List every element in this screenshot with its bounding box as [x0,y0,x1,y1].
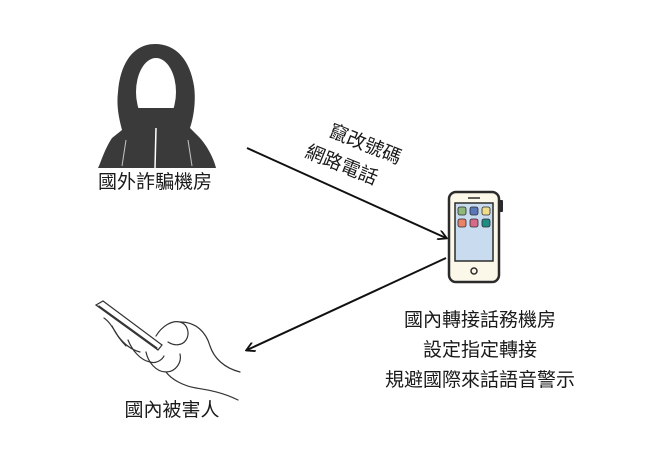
victim-label: 國內被害人 [124,399,220,421]
relay-label-line-1: 國內轉接話務機房 [403,309,556,331]
hooded-figure-icon [98,44,216,169]
arrow-scammer-to-relay [246,147,446,238]
smartphone-icon [447,190,503,284]
relay-label: 國內轉接話務機房 設定指定轉接 規避國際來話語音警示 [360,305,600,395]
scammer-label: 國外詐騙機房 [97,171,212,193]
arrow-relay-to-victim [247,257,447,350]
relay-label-line-3: 規避國際來話語音警示 [384,369,575,391]
hand-holding-phone-icon [94,300,241,401]
relay-label-line-2: 設定指定轉接 [422,339,537,361]
